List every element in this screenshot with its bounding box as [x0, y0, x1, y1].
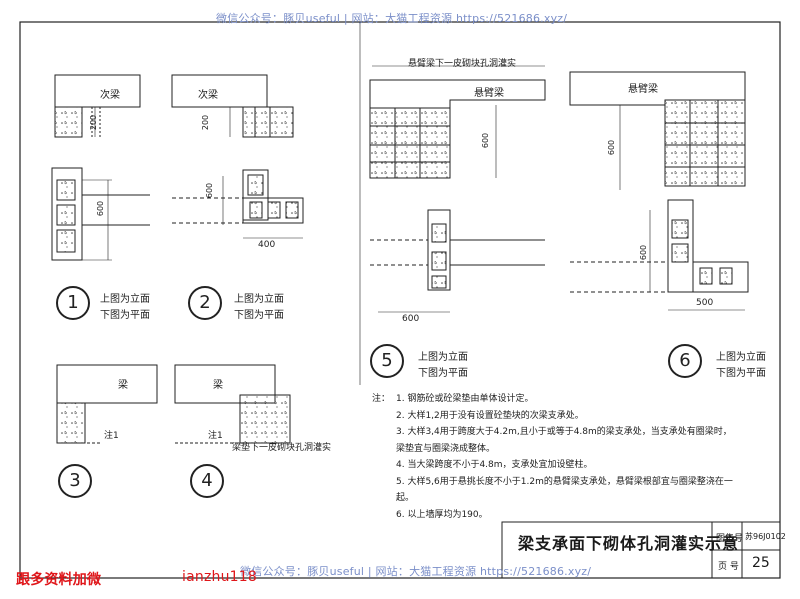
detail-1-dim-plan: 600: [96, 200, 106, 217]
detail-6-caption-line2: 下图为平面: [716, 368, 766, 379]
watermark-red-right: ianzhu118: [182, 569, 257, 585]
sheet-frame: [19, 21, 781, 579]
detail-5-caption-line1: 上图为立面: [418, 352, 468, 363]
detail-3-drawing: [56, 364, 158, 444]
detail-5-dim-vertical: 600: [481, 132, 491, 149]
detail-5-beam-label: 悬臂梁: [474, 88, 504, 99]
note-item-6: 6. 以上墙厚均为190。: [396, 509, 488, 520]
detail-1-dim-vertical: 200: [89, 114, 99, 131]
notes-label: 注：: [372, 394, 391, 404]
detail-6-caption-line1: 上图为立面: [716, 352, 766, 363]
atlas-value: 苏96J0102: [745, 532, 786, 541]
detail-1-caption-line2: 下图为平面: [100, 310, 150, 321]
detail-5-drawing: [369, 65, 546, 313]
detail-5-number: 5: [370, 344, 404, 378]
note-item-2: 2. 大样1,2用于没有设置砼垫块的次梁支承处。: [396, 410, 584, 421]
note-item-4: 4. 当大梁跨度不小于4.8m，支承处宜加设壁柱。: [396, 460, 593, 470]
watermark-top: 微信公众号：豚贝useful | 网站：大猫工程资源 https://52168…: [216, 12, 568, 25]
detail-5-caption-line2: 下图为平面: [418, 368, 468, 379]
page-label: 页 号: [718, 562, 739, 572]
detail-2-caption-line2: 下图为平面: [234, 310, 284, 321]
detail-6-beam-label: 悬臂梁: [628, 84, 658, 95]
detail-2-dim-plan-h: 400: [258, 240, 276, 250]
detail-2-beam-label: 次梁: [198, 90, 218, 101]
detail-6-dim-plan-v: 600: [639, 244, 649, 261]
detail-2-dim-plan-v: 600: [205, 182, 215, 199]
detail-3-note: 注1: [104, 431, 119, 441]
detail-2-dim-vertical: 200: [201, 114, 211, 131]
watermark-red-left: 跟多资料加微: [16, 572, 102, 588]
detail-3-number: 3: [58, 464, 92, 498]
detail-6-number: 6: [668, 344, 702, 378]
detail-4-beam-label: 梁: [213, 380, 223, 391]
note-item-3: 3. 大样3,4用于跨度大于4.2m,且小于或等于4.8m的梁支承处，当支承处有…: [396, 427, 732, 454]
detail-1-drawing: [51, 74, 150, 261]
detail-2-caption-line1: 上图为立面: [234, 294, 284, 305]
page-value: 25: [752, 555, 770, 571]
detail-4-number: 4: [190, 464, 224, 498]
watermark-bottom: 微信公众号：豚贝useful | 网站：大猫工程资源 https://52168…: [240, 565, 592, 578]
drawing-title: 梁支承面下砌体孔洞灌实示意: [518, 534, 740, 553]
detail-4-pad-label: 梁垫下一皮砌块孔洞灌实: [232, 443, 332, 453]
detail-6-drawing: [569, 71, 749, 311]
detail-5-dim-plan: 600: [402, 314, 420, 324]
detail-2-number: 2: [188, 286, 222, 320]
title-block-frame: [501, 521, 781, 579]
detail-2-drawing: [171, 74, 304, 239]
atlas-label: 图集号: [716, 534, 744, 544]
detail-3-beam-label: 梁: [118, 380, 128, 391]
notes-list: 1. 钢筋砼或砼梁垫由单体设计定。 2. 大样1,2用于没有设置砼垫块的次梁支承…: [396, 391, 736, 523]
detail-1-caption-line1: 上图为立面: [100, 294, 150, 305]
note-item-5: 5. 大样5,6用于悬挑长度不小于1.2m的悬臂梁支承处，悬臂梁根部宜与圈梁整浇…: [396, 476, 733, 504]
detail-6-dim-vertical: 600: [607, 139, 617, 156]
detail-5-top-label: 悬臂梁下一皮砌块孔洞灌实: [408, 59, 517, 69]
detail-1-beam-label: 次梁: [100, 90, 120, 101]
detail-6-dim-plan-h: 500: [696, 298, 714, 308]
detail-1-number: 1: [56, 286, 90, 320]
detail-4-note: 注1: [208, 431, 223, 441]
detail-4-drawing: [174, 364, 291, 444]
note-item-1: 1. 钢筋砼或砼梁垫由单体设计定。: [396, 394, 534, 404]
